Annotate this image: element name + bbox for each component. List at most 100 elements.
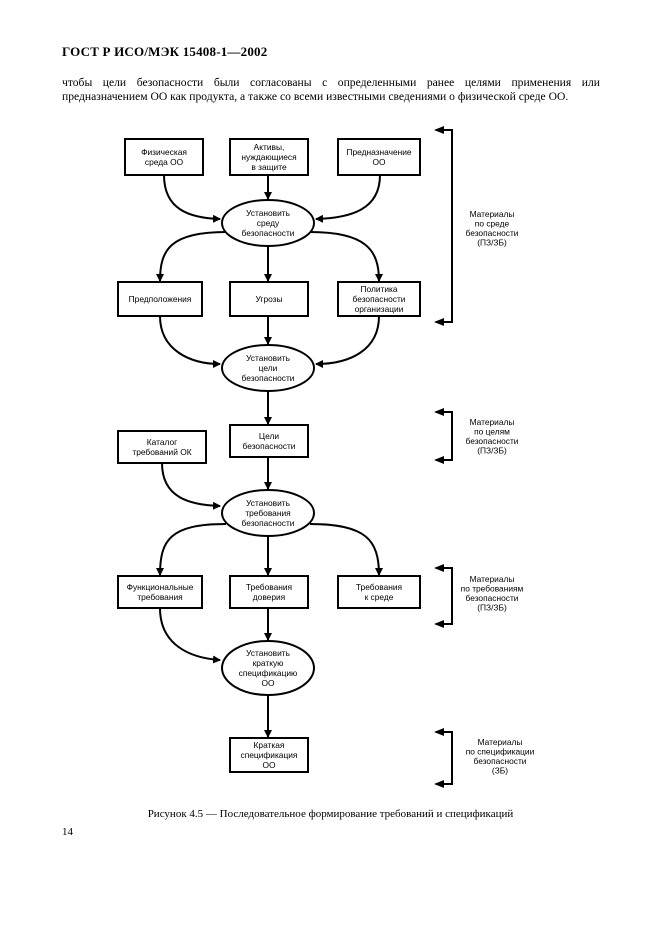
side-note-line-line: (ПЗ/ЗБ) — [477, 602, 507, 612]
side-note-line-line: по среде — [475, 218, 510, 228]
box-text-line: требования — [137, 592, 182, 602]
box-text-line: Требования — [356, 582, 402, 592]
bracket-env — [436, 129, 453, 323]
bracket-tss-arrowhead — [434, 728, 444, 736]
arrow-phys-to-env — [163, 174, 221, 223]
box-text-line: ОО — [262, 760, 276, 770]
side-note-line-line: Материалы — [470, 417, 515, 427]
arrow-req-to-env — [309, 523, 383, 576]
arrow-req-to-func — [156, 523, 227, 576]
side-note-line-line: безопасности — [466, 593, 519, 603]
ellipse-text-line: Установить — [246, 648, 291, 658]
bracket-env-arrowhead — [434, 126, 444, 134]
bracket-req — [436, 567, 453, 625]
box-text-line: безопасности — [243, 441, 296, 451]
ellipse-text-line: Установить — [246, 208, 291, 218]
ellipse-text-line: краткую — [253, 658, 284, 668]
page-number: 14 — [62, 826, 73, 838]
box-text-line: Требования — [246, 582, 292, 592]
side-note-line-line: (ПЗ/ЗБ) — [477, 445, 507, 455]
arrow-purpose-to-env — [315, 174, 381, 223]
box-text-line: Физическая — [141, 147, 187, 157]
side-note-line-line: Материалы — [478, 737, 523, 747]
document-header: ГОСТ Р ИСО/МЭК 15408-1—2002 — [62, 44, 268, 59]
side-note-line-line: Материалы — [470, 574, 515, 584]
box-text-line: Предназначение — [346, 147, 411, 157]
ellipse-text-line: безопасности — [242, 228, 295, 238]
box-text-line: безопасности — [353, 294, 406, 304]
box-text-line: ОО — [372, 157, 386, 167]
side-note-line-line: (ЗБ) — [492, 765, 508, 775]
ellipse-text-line: Установить — [246, 353, 291, 363]
box-text-line: Активы, — [254, 142, 285, 152]
ellipse-text-line: безопасности — [242, 373, 295, 383]
side-note-line-line: по целям — [474, 426, 510, 436]
bracket-req-arrowhead — [434, 620, 444, 628]
intro-paragraph: чтобы цели безопасности были согласованы… — [62, 76, 600, 103]
box-text-line: Цели — [259, 431, 279, 441]
bracket-tss — [436, 731, 453, 785]
box-text-line: в защите — [251, 162, 287, 172]
ellipse-text-line: ОО — [261, 678, 275, 688]
side-note-line-line: (ПЗ/ЗБ) — [477, 237, 507, 247]
box-text-line: Каталог — [147, 437, 177, 447]
side-note-line-line: по требованиям — [461, 583, 524, 593]
arrow-env-to-policy — [309, 231, 383, 282]
side-note-line-line: по спецификации — [466, 746, 535, 756]
box-text-line: нуждающиеся — [241, 152, 296, 162]
box-text-line: Политика — [360, 284, 397, 294]
box-assumptions: Предположения — [117, 281, 203, 317]
ellipse-text-line: Установить — [246, 498, 291, 508]
side-note-line-line: Материалы — [470, 209, 515, 219]
arrow-policy-to-obj — [315, 315, 380, 368]
bracket-tss-arrowhead — [434, 780, 444, 788]
box-text-line: требований ОК — [132, 447, 191, 457]
arrow-env-to-assumptions — [156, 231, 227, 282]
box-text-line: Предположения — [129, 294, 192, 304]
box-threats: Угрозы — [229, 281, 309, 317]
ellipse-text-line: требования — [245, 508, 290, 518]
arrow-func-to-tss — [159, 607, 221, 664]
bracket-env-arrowhead — [434, 318, 444, 326]
ellipse-text-line: безопасности — [242, 518, 295, 528]
box-text-line: Угрозы — [255, 294, 282, 304]
box-text-line: среда ОО — [145, 157, 184, 167]
side-note-line-line: безопасности — [466, 228, 519, 238]
ellipse-text-line: среду — [257, 218, 280, 228]
bracket-obj — [436, 411, 453, 461]
ellipse-text-line: спецификацию — [239, 668, 298, 678]
ellipse-text-line: цели — [259, 363, 278, 373]
box-text-line: доверия — [253, 592, 285, 602]
side-note-line-line: безопасности — [474, 756, 527, 766]
bracket-req-arrowhead — [434, 564, 444, 572]
bracket-obj-arrowhead — [434, 408, 444, 416]
bracket-obj-arrowhead — [434, 456, 444, 464]
box-text-line: к среде — [365, 592, 394, 602]
box-text-line: Краткая — [254, 740, 285, 750]
box-text-line: организации — [355, 304, 404, 314]
arrow-assumptions-to-obj — [159, 315, 221, 368]
arrow-catalog-to-req — [161, 462, 221, 510]
brackets — [434, 126, 453, 788]
box-text-line: Функциональные — [127, 582, 194, 592]
figure-caption: Рисунок 4.5 — Последовательное формирова… — [147, 808, 514, 820]
